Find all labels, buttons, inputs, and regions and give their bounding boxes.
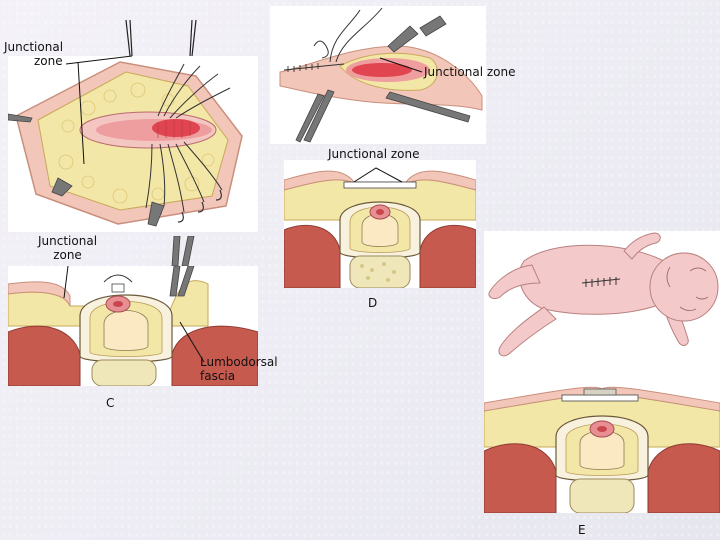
panel-c-needle-holder	[171, 236, 195, 266]
panel-d-cross-section	[284, 160, 476, 288]
panel-b-illustration	[279, 7, 483, 143]
panel-d-illustration	[284, 167, 476, 288]
label-letter-d: D	[368, 296, 378, 310]
label-letter-e: E	[578, 523, 586, 537]
panel-e-illustration	[484, 232, 720, 513]
label-junctional-zone-a: Junctional zone	[4, 40, 64, 68]
panel-a-retractor-hooks	[125, 19, 197, 57]
label-junctional-zone-b: Junctional zone	[424, 65, 516, 79]
label-junctional-zone-d: Junctional zone	[328, 147, 420, 161]
label-letter-c: C	[106, 396, 115, 410]
panel-e-healed	[484, 231, 720, 513]
panel-c-cross-section	[8, 266, 258, 386]
label-junctional-zone-c: Junctional zone	[38, 234, 98, 262]
panel-a-illustration	[8, 61, 243, 227]
panel-b-closure	[270, 6, 486, 144]
label-lumbodorsal-fascia: Lumbodorsal fascia	[200, 355, 278, 383]
panel-c-illustration	[8, 266, 258, 386]
panel-a-open-defect	[8, 56, 258, 232]
panel-a-leader-lines	[65, 55, 133, 65]
